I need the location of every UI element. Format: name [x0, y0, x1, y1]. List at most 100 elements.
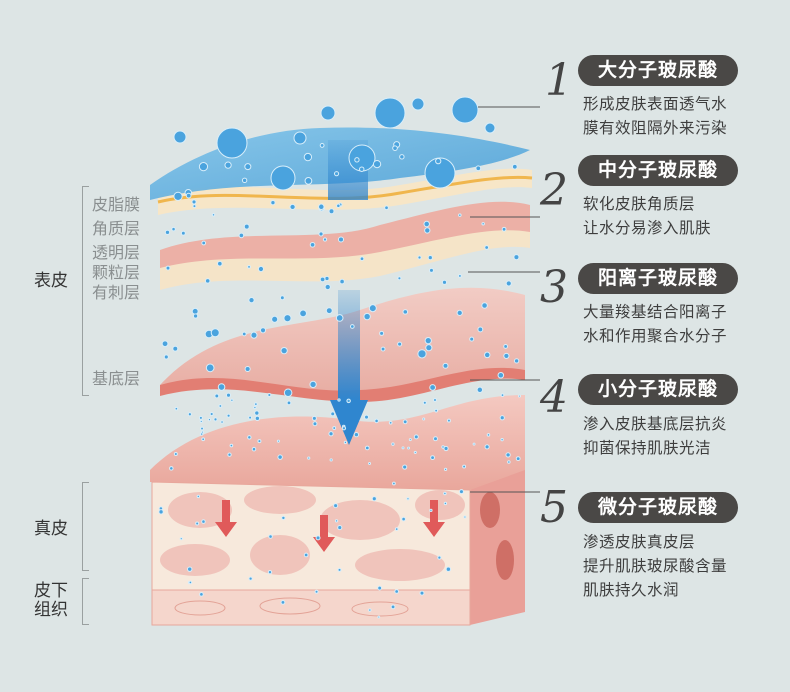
- water-molecule: [229, 443, 234, 448]
- water-molecule: [163, 354, 169, 360]
- water-molecule: [207, 418, 212, 422]
- label-stratum-lucidum: 透明层: [92, 243, 141, 262]
- water-molecule: [251, 446, 257, 452]
- leader-lines: [468, 106, 540, 493]
- water-molecule: [337, 525, 343, 531]
- water-molecule: [394, 527, 399, 531]
- water-molecule: [173, 191, 183, 201]
- label-subcutaneous-line2: 组织: [34, 600, 68, 620]
- water-molecule: [280, 600, 286, 605]
- water-molecule: [225, 392, 232, 398]
- water-molecule: [422, 400, 427, 405]
- desc-medium-molecule-ha: 软化皮肤角质层让水分易渗入肌肤: [583, 192, 711, 240]
- water-molecule: [456, 309, 463, 316]
- water-molecule: [319, 276, 326, 283]
- water-molecule: [401, 446, 405, 450]
- water-molecule: [174, 406, 179, 411]
- water-molecule: [309, 241, 316, 248]
- water-molecule: [335, 314, 344, 322]
- water-molecule: [339, 278, 345, 285]
- water-molecule: [511, 163, 518, 170]
- water-molecule: [433, 436, 438, 442]
- water-molecule: [324, 275, 330, 282]
- water-molecule: [188, 580, 193, 585]
- water-molecule: [329, 458, 333, 462]
- water-molecule: [319, 142, 325, 148]
- water-molecule: [372, 159, 382, 169]
- label-epidermis: 表皮: [34, 271, 68, 291]
- water-molecule: [503, 352, 510, 360]
- water-molecule: [513, 254, 520, 261]
- water-molecule: [279, 295, 285, 301]
- label-epidermis-layers: 皮脂膜 角质层 透明层 颗粒层 有刺层: [92, 195, 140, 303]
- water-molecule: [172, 345, 179, 352]
- water-molecule: [413, 450, 417, 455]
- title-medium-molecule-ha: 中分子玻尿酸: [578, 155, 738, 186]
- water-molecule: [191, 199, 197, 205]
- water-molecule: [173, 130, 187, 144]
- water-molecule: [311, 415, 317, 421]
- water-molecule: [217, 383, 226, 391]
- water-molecule: [374, 97, 406, 129]
- water-molecule: [462, 464, 467, 469]
- water-molecule: [253, 405, 257, 410]
- desc-line: 软化皮肤角质层: [583, 195, 696, 213]
- desc-line: 形成皮肤表面透气水: [583, 95, 728, 113]
- water-molecule: [322, 237, 328, 242]
- water-molecule: [407, 446, 411, 450]
- water-molecule: [271, 315, 279, 323]
- water-molecule: [346, 398, 351, 404]
- water-molecule: [451, 96, 479, 124]
- water-molecule: [484, 122, 496, 134]
- water-molecule: [406, 497, 410, 501]
- water-molecule: [402, 309, 409, 315]
- water-molecule: [343, 440, 348, 445]
- water-molecule: [247, 435, 252, 440]
- water-molecule: [368, 462, 372, 466]
- water-molecule: [205, 363, 215, 373]
- water-molecule: [198, 162, 209, 172]
- desc-small-molecule-ha: 渗入皮肤基底层抗炎抑菌保持肌肤光洁: [583, 412, 727, 460]
- water-molecule: [254, 410, 260, 416]
- label-dermis: 真皮: [34, 519, 68, 539]
- water-molecule: [199, 592, 204, 597]
- desc-line: 水和作用聚合水分子: [583, 327, 728, 345]
- title-cationic-ha: 阳离子玻尿酸: [578, 263, 738, 294]
- water-molecule: [226, 413, 231, 418]
- water-molecule: [303, 152, 313, 162]
- water-molecule: [270, 165, 296, 191]
- water-molecule: [267, 392, 272, 398]
- water-molecule: [503, 344, 509, 349]
- water-molecule: [481, 222, 485, 226]
- water-molecule: [457, 273, 462, 278]
- water-molecule: [230, 398, 234, 402]
- water-molecule: [204, 278, 211, 284]
- water-molecule: [259, 327, 267, 334]
- water-molecule: [368, 304, 377, 313]
- water-molecule: [241, 177, 248, 183]
- water-molecule: [330, 411, 336, 417]
- label-stratum-corneum: 角质层: [92, 219, 141, 238]
- water-molecule: [328, 208, 335, 215]
- water-molecule: [513, 358, 520, 364]
- water-molecule: [161, 340, 169, 348]
- water-molecule: [250, 331, 258, 339]
- water-molecule: [320, 105, 336, 121]
- water-molecule: [210, 328, 220, 338]
- water-molecule: [334, 519, 339, 523]
- water-molecule: [363, 312, 371, 321]
- water-molecule: [217, 260, 223, 267]
- desc-line: 大量羧基结合阳离子: [583, 303, 728, 321]
- desc-line: 渗透皮肤真皮层: [583, 533, 696, 551]
- water-molecule: [254, 415, 261, 422]
- water-molecule: [402, 419, 408, 425]
- water-molecule: [500, 438, 504, 442]
- label-subcutaneous: 皮下 组织: [34, 582, 68, 620]
- water-molecule: [390, 604, 396, 610]
- water-molecule: [158, 509, 164, 515]
- water-molecule: [497, 371, 505, 379]
- water-molecule: [299, 309, 307, 318]
- water-molecule: [283, 388, 293, 397]
- water-molecule: [434, 408, 439, 413]
- water-molecule: [337, 236, 345, 243]
